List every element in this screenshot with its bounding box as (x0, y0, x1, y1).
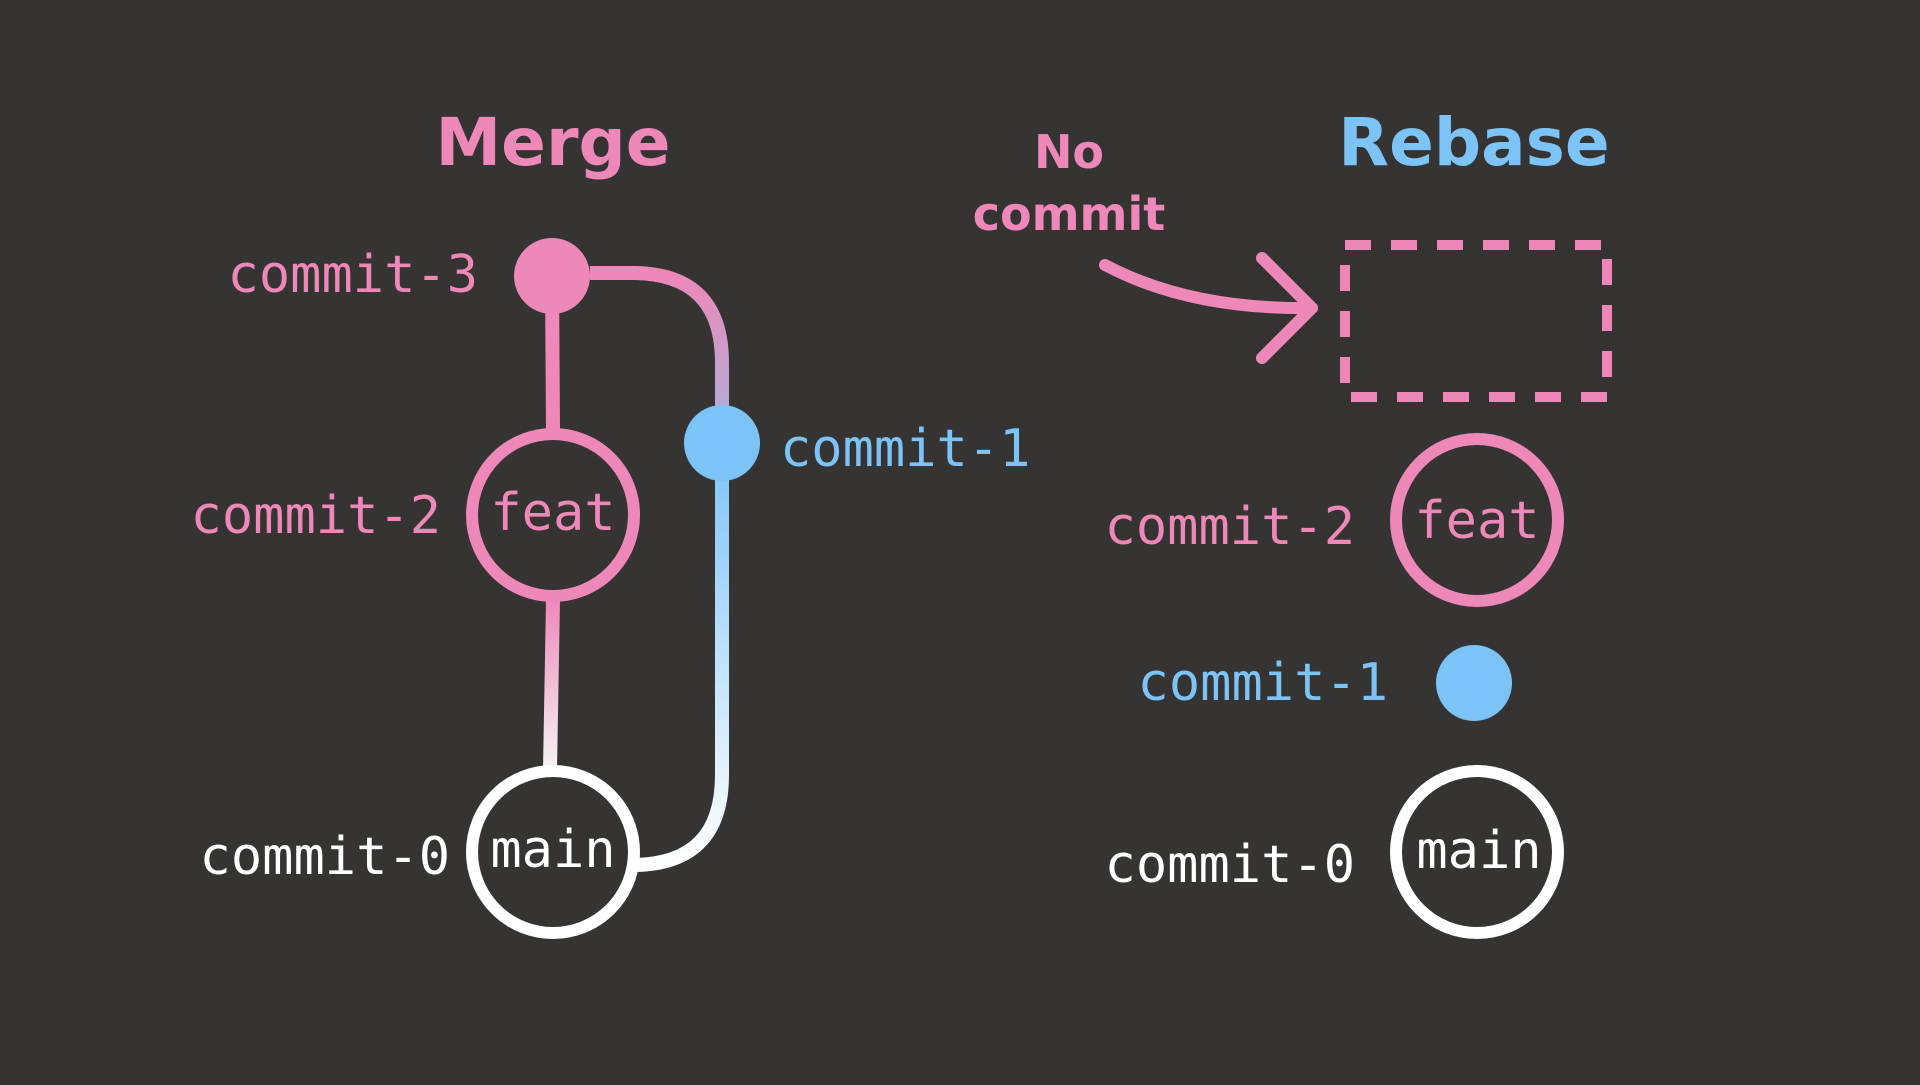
merge-edge-commit3-to-commit1 (590, 266, 729, 445)
rebase-title: Rebase (1338, 104, 1609, 181)
merge-commit1-node (684, 405, 760, 481)
merge-commit0-main-node (466, 765, 640, 939)
rebase-commit0-main-node (1390, 765, 1564, 939)
merge-commit0-label: commit-0 (200, 827, 450, 887)
rebase-commit0-label: commit-0 (1105, 835, 1355, 895)
rebase-note-line1: No (1034, 125, 1104, 179)
rebase-arrow-head (1256, 252, 1318, 364)
rebase-main-label: main (1416, 821, 1541, 881)
rebase-graph: Rebase No commit feat main commit-2 comm… (973, 104, 1612, 939)
merge-graph: Merge feat main commit-3 commit-2 commit… (191, 104, 1030, 939)
merge-commit3-node (514, 238, 590, 314)
merge-edge-commit2-to-commit0 (543, 599, 560, 771)
rebase-arrow-shaft (1099, 259, 1318, 315)
merge-feat-label: feat (490, 483, 615, 543)
rebase-feat-label: feat (1414, 491, 1539, 551)
merge-title: Merge (436, 104, 671, 181)
merge-main-label: main (490, 820, 615, 880)
merge-commit3-label: commit-3 (228, 245, 478, 305)
rebase-missing-commit-box (1340, 240, 1612, 402)
merge-edge-commit1-to-commit0 (630, 445, 729, 872)
rebase-commit1-node (1436, 645, 1512, 721)
rebase-commit1-label: commit-1 (1138, 653, 1388, 713)
rebase-commit2-label: commit-2 (1105, 497, 1355, 557)
rebase-commit2-feat-node (1390, 433, 1564, 607)
rebase-note-line2: commit (973, 187, 1166, 241)
merge-commit2-feat-node (466, 428, 640, 602)
merge-commit1-label: commit-1 (780, 419, 1030, 479)
merge-commit2-label: commit-2 (191, 486, 441, 546)
